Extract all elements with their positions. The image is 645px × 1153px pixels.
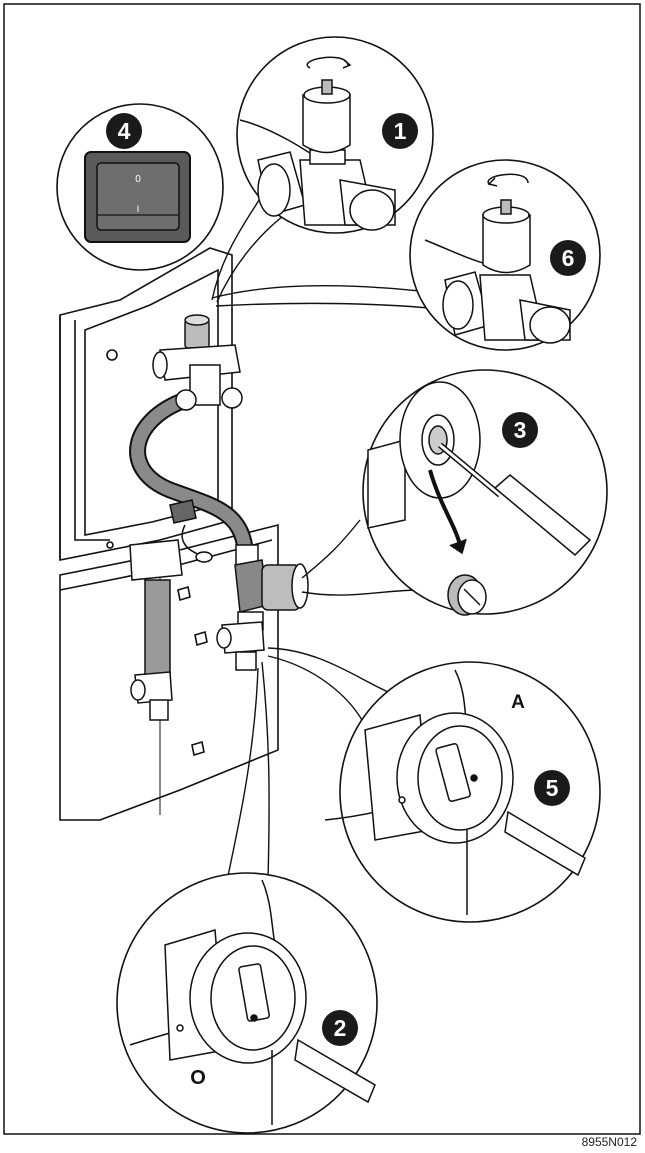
callout-circle-4: 0 I 4 bbox=[57, 104, 223, 270]
switch-label-off: 0 bbox=[135, 174, 141, 185]
valve-letter-A: A bbox=[511, 692, 525, 713]
callout-number-4: 4 bbox=[118, 118, 131, 144]
callout-circle-1: 1 bbox=[237, 37, 433, 233]
switch-label-on: I bbox=[137, 204, 140, 214]
callout-number-5: 5 bbox=[546, 775, 559, 801]
callout-circle-6: 6 bbox=[410, 160, 600, 350]
valve-letter-O: O bbox=[190, 1067, 206, 1089]
callout-number-1: 1 bbox=[394, 118, 407, 144]
callout-circle-2: O 2 bbox=[117, 873, 377, 1133]
callout-circle-3: 3 bbox=[363, 370, 607, 615]
callout-number-6: 6 bbox=[562, 245, 575, 271]
callout-number-3: 3 bbox=[514, 417, 527, 443]
callout-number-2: 2 bbox=[334, 1015, 347, 1041]
figure-reference-code: 8955N012 bbox=[582, 1135, 637, 1149]
